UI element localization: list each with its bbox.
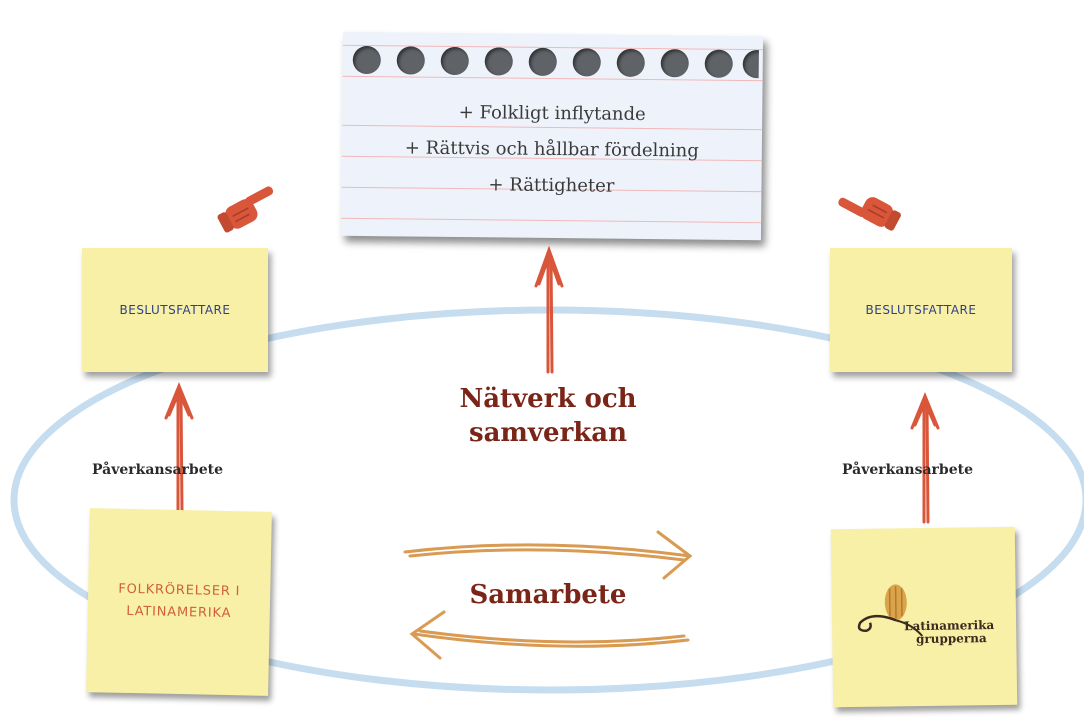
paper-note: + Folkligt inflytande + Rättvis och håll… xyxy=(340,31,764,241)
cooperation-title: Samarbete xyxy=(469,580,627,610)
pointing-hand-icon xyxy=(838,197,901,231)
goal-line-1: + Folkligt inflytande xyxy=(458,102,646,125)
arrow-cooperation-right xyxy=(403,530,693,580)
arrow-up-right xyxy=(910,392,940,524)
decision-makers-label: BESLUTSFATTARE xyxy=(865,303,977,317)
arrow-up-left xyxy=(164,382,194,514)
corn-logo-icon xyxy=(857,584,924,637)
goal-line-2: + Rättvis och hållbar fördelning xyxy=(404,137,699,162)
decision-makers-label: BESLUTSFATTARE xyxy=(119,303,231,317)
goal-line-3: + Rättigheter xyxy=(488,174,615,197)
popular-movements-note: FOLKRÖRELSER I LATINAMERIKA xyxy=(86,508,272,696)
arrow-up-center xyxy=(534,245,564,374)
pointing-hand-icon xyxy=(217,186,274,233)
decision-makers-note-left: BESLUTSFATTARE xyxy=(82,248,268,372)
latinamerikagrupperna-note: Latinamerika grupperna xyxy=(830,526,1018,708)
network-title: Nätverk och samverkan xyxy=(428,382,668,450)
popular-movements-line-1: FOLKRÖRELSER I xyxy=(118,581,241,600)
network-title-line-2: samverkan xyxy=(468,418,628,448)
arrow-cooperation-left xyxy=(409,610,690,660)
logo-text-line-2: grupperna xyxy=(915,631,987,647)
network-title-line-1: Nätverk och xyxy=(459,384,637,414)
popular-movements-line-2: LATINAMERIKA xyxy=(126,603,232,622)
influence-label-left: Påverkansarbete xyxy=(92,462,223,478)
influence-label-right: Påverkansarbete xyxy=(842,462,973,478)
decision-makers-note-right: BESLUTSFATTARE xyxy=(830,248,1012,372)
